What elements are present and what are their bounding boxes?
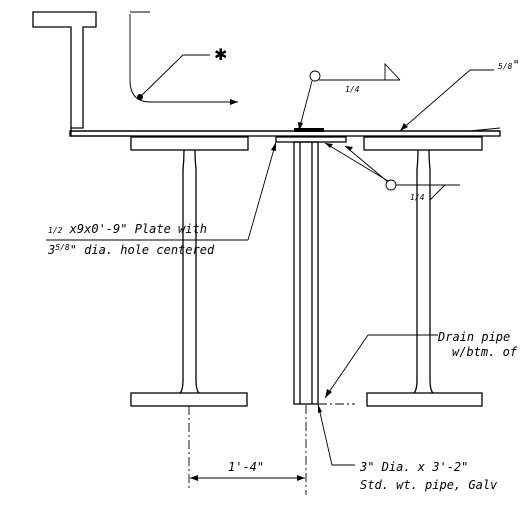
drain-note: Drain pipe w/btm. of bbox=[324, 330, 518, 399]
weld-symbol-top: 1/4 bbox=[298, 62, 401, 131]
hole-note: " dia. hole centered bbox=[70, 243, 215, 257]
weld-size-bottom: 1/4 bbox=[410, 193, 425, 202]
centerlines bbox=[188, 403, 355, 495]
deck-plate bbox=[70, 127, 501, 132]
pipe-plate bbox=[275, 128, 347, 143]
pipe-note: 3" Dia. x 3'-2" Std. wt. pipe, Galv bbox=[317, 403, 498, 492]
beam-note-frac: 5/8 bbox=[498, 62, 513, 71]
pipe-line1: 3" Dia. x 3'-2" bbox=[359, 460, 468, 474]
dimension-label: 1'-4" bbox=[228, 460, 264, 474]
plate-note-line2: 35/8" dia. hole centered bbox=[47, 243, 215, 257]
beam-note: 5/8" B bbox=[498, 58, 524, 72]
drain-line1: Drain pipe bbox=[437, 330, 510, 344]
plate-thickness: 1/2 bbox=[48, 226, 63, 235]
dimension-line: 1'-4" bbox=[190, 460, 305, 481]
drain-line2: w/btm. of bbox=[452, 345, 518, 359]
beam-note-callout: 5/8" B bbox=[399, 58, 524, 132]
angle-section bbox=[32, 11, 501, 137]
drain-pipe bbox=[293, 141, 319, 405]
plate-note-line1: 1/2 x9x0'-9" Plate with bbox=[48, 222, 207, 236]
field-weld-mark-icon: ✱ bbox=[214, 45, 227, 64]
plate-note: 1/2 x9x0'-9" Plate with 35/8" dia. hole … bbox=[46, 141, 277, 257]
weld-symbol-bottom: 1/4 bbox=[324, 142, 460, 202]
field-weld-callout: ✱ bbox=[129, 11, 238, 105]
right-i-beam bbox=[363, 136, 483, 407]
left-i-beam bbox=[130, 136, 249, 407]
hole-dia-frac: 5/8 bbox=[55, 243, 70, 252]
pipe-line2: Std. wt. pipe, Galv bbox=[360, 478, 498, 492]
hole-dia-int: 3 bbox=[47, 243, 55, 257]
beam-note-text: " B bbox=[512, 58, 524, 72]
weld-size-top: 1/4 bbox=[345, 85, 360, 94]
plate-size: x9x0'-9" Plate with bbox=[62, 222, 207, 236]
